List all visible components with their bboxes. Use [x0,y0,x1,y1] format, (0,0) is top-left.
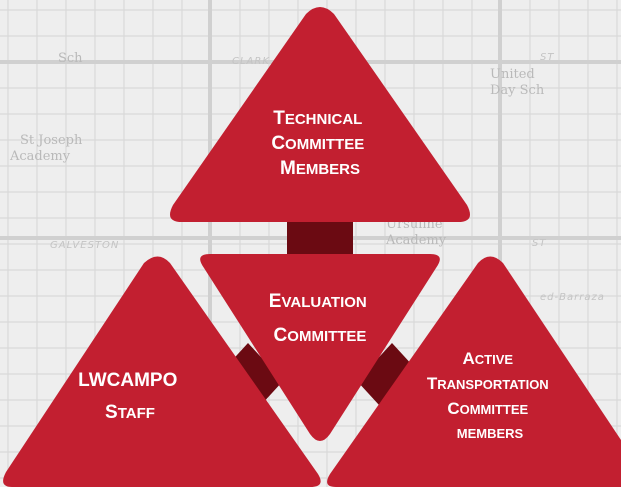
labels: TECHNICAL COMMITTEE MEMBERS EVALUATION C… [78,108,553,441]
map-label-st-joseph-line1: St Joseph [20,133,83,148]
map-street-clark: CLARK [232,56,270,67]
active-label: ACTIVE TRANSPORTATION COMMITTEE MEMBERS [427,349,553,441]
triangle-technical [170,7,470,222]
map-label-school: Sch [58,51,83,66]
connector-staff-evaluation [226,343,283,405]
technical-line-2: COMMITTEE [271,133,364,154]
map-labels: Sch St Joseph Academy United Day Sch Urs… [9,51,605,303]
triangles [3,7,621,487]
map-label-united-line2: Day Sch [490,83,545,98]
connector-technical-evaluation [287,217,353,257]
staff-line-2: STAFF [105,402,155,423]
active-line-1: ACTIVE [462,349,513,368]
map-label-st-joseph-line2: Academy [9,149,71,164]
connectors [226,217,414,405]
triangle-active [327,256,621,487]
active-line-2: TRANSPORTATION [427,374,549,393]
map-street-st-top-right: ST [540,52,554,63]
map-label-ursuline-line2: Academy [385,233,447,248]
connector-active-evaluation [357,343,414,405]
triangle-staff [3,256,321,487]
map-label-united-line1: United [490,67,535,82]
active-line-3: COMMITTEE [447,399,528,418]
map-street-st-mid-right: ST [532,238,546,249]
evaluation-line-1: EVALUATION [269,291,367,312]
map-street-galveston: GALVESTON [50,240,119,251]
staff-label: LWCAMPO STAFF [78,370,182,423]
technical-line-3: MEMBERS [280,158,360,179]
active-line-4: MEMBERS [457,426,524,441]
triangle-evaluation [200,254,440,441]
technical-label: TECHNICAL COMMITTEE MEMBERS [271,108,368,179]
evaluation-line-2: COMMITTEE [274,325,367,346]
staff-line-1: LWCAMPO [78,370,177,391]
evaluation-label: EVALUATION COMMITTEE [269,291,371,346]
technical-line-1: TECHNICAL [273,108,362,129]
map-street-barraza: ed-Barraza [540,292,605,303]
